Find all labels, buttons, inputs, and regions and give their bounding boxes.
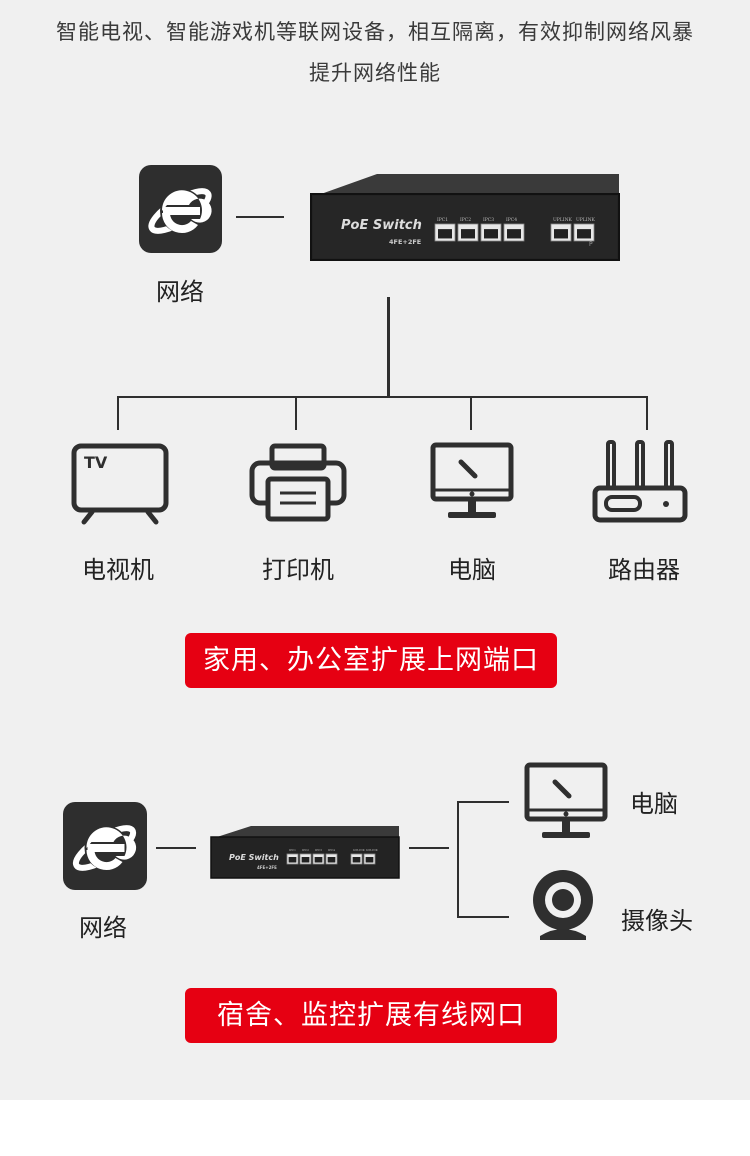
port-label: IPC3 (315, 848, 322, 852)
port-label: IPC2 (460, 217, 471, 223)
svg-text:P: P (589, 241, 593, 248)
port-socket (327, 857, 336, 863)
port-label: IPC1 (437, 217, 448, 223)
port-label: UPLINK (353, 848, 366, 852)
connector-line (236, 216, 284, 218)
poe-switch-icon: PoE Switch 4FE+2FE IPC1 IPC2 IPC3 IPC4 UPLIN… (210, 826, 400, 879)
network-label: 网络 (79, 914, 127, 942)
tree-trunk-line (387, 297, 390, 397)
intro-line-2: 提升网络性能 (309, 61, 441, 85)
branch-computer (457, 801, 509, 803)
device-label-tv: 电视机 (82, 556, 154, 584)
device-label-computer: 电脑 (630, 790, 678, 818)
tv-text: TV (84, 453, 108, 472)
computer-monitor-icon (430, 442, 514, 518)
port-socket (352, 857, 361, 863)
device-label-router: 路由器 (608, 556, 680, 584)
port-socket (554, 229, 568, 239)
branch-computer (470, 396, 472, 430)
banner-dorm-monitoring: 宿舍、监控扩展有线网口 (185, 988, 557, 1043)
port-socket (484, 229, 498, 239)
tree-branch-line (117, 396, 648, 398)
device-label-camera: 摄像头 (621, 907, 693, 935)
port-socket (577, 229, 591, 239)
router-icon (592, 440, 688, 523)
branch-vertical-line (457, 801, 459, 918)
port-label: IPC4 (328, 848, 335, 852)
device-label-computer: 电脑 (448, 556, 496, 584)
port-label: IPC1 (289, 848, 296, 852)
branch-printer (295, 396, 297, 430)
banner-home-office: 家用、办公室扩展上网端口 (185, 633, 557, 688)
port-label: IPC4 (506, 217, 517, 223)
port-socket (507, 229, 521, 239)
port-socket (365, 857, 374, 863)
port-socket (301, 857, 310, 863)
printer-icon (249, 443, 347, 522)
switch-model: 4FE+2FE (389, 238, 421, 246)
webcam-icon (533, 870, 593, 940)
tv-icon: TV (71, 443, 169, 525)
ie-browser-icon (139, 165, 222, 253)
port-label: IPC3 (483, 217, 494, 223)
port-socket (314, 857, 323, 863)
port-label: UPLINK (366, 848, 379, 852)
switch-brand: PoE Switch (341, 218, 422, 233)
connector-line (409, 847, 449, 849)
switch-model: 4FE+2FE (257, 865, 277, 870)
port-socket (461, 229, 475, 239)
branch-router (646, 396, 648, 430)
branch-camera (457, 916, 509, 918)
port-socket (438, 229, 452, 239)
intro-line-1: 智能电视、智能游戏机等联网设备，相互隔离，有效抑制网络风暴 (56, 20, 694, 44)
device-label-printer: 打印机 (262, 556, 334, 584)
connector-line (156, 847, 196, 849)
ie-browser-icon (63, 802, 147, 890)
computer-monitor-icon (524, 762, 608, 838)
port-socket (288, 857, 297, 863)
network-label: 网络 (156, 278, 204, 306)
switch-brand: PoE Switch (229, 853, 279, 862)
port-label: IPC2 (302, 848, 309, 852)
branch-tv (117, 396, 119, 430)
port-label: UPLINK (576, 217, 596, 223)
poe-switch-icon: PoE Switch 4FE+2FE IPC1 IPC2 IPC3 IPC4 UPLIN… (310, 174, 620, 261)
port-label: UPLINK (553, 217, 573, 223)
